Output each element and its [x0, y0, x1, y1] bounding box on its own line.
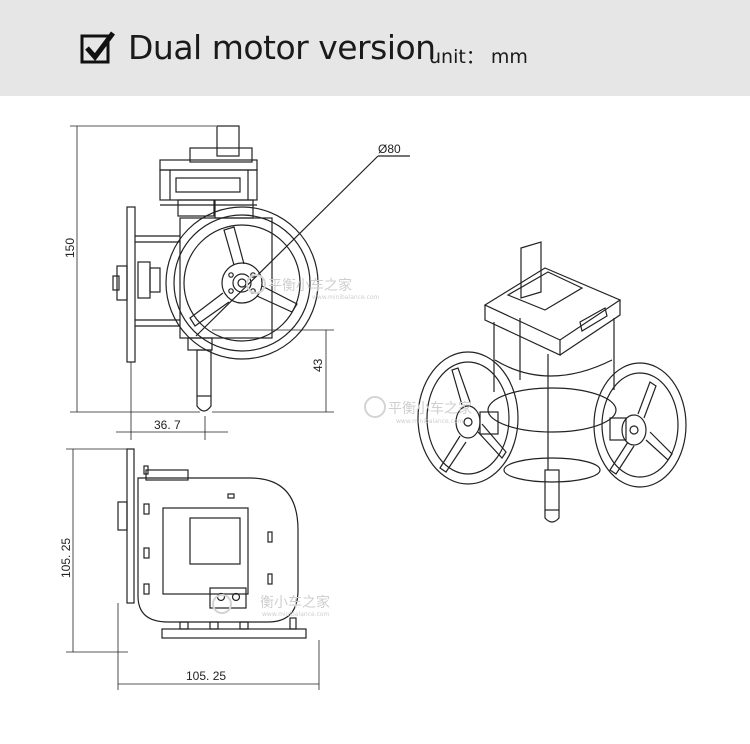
page-title: Dual motor version — [128, 28, 436, 67]
svg-text:www.minibalance.com: www.minibalance.com — [312, 294, 380, 301]
watermark-iso: 平衡小车之家 www.minibalance.com — [364, 396, 472, 425]
height-dimension-label: 150 — [63, 238, 77, 258]
isometric-view — [417, 241, 687, 523]
side-view — [66, 448, 320, 690]
watermark-front: 平衡小车之家 www.minibalance.com — [246, 274, 380, 301]
front-view — [70, 125, 410, 440]
checkbox-checked-icon — [80, 31, 115, 64]
unit-label: unit： mm — [429, 46, 528, 68]
svg-text:平衡小车之家: 平衡小车之家 — [268, 277, 352, 294]
header-bar: Dual motor version unit： mm — [0, 0, 750, 96]
svg-text:www.minibalance.com: www.minibalance.com — [396, 418, 464, 425]
svg-text:衡小车之家: 衡小车之家 — [260, 594, 330, 611]
side-height-dimension-label: 105. 25 — [59, 538, 73, 578]
width-dimension-label: 36. 7 — [154, 418, 181, 432]
offset-dimension-label: 43 — [311, 358, 325, 372]
diameter-dimension-label: Ø80 — [378, 142, 401, 156]
watermark-side: 衡小车之家 www.minibalance.com — [212, 594, 330, 618]
svg-text:www.minibalance.com: www.minibalance.com — [262, 611, 330, 618]
svg-text:平衡小车之家: 平衡小车之家 — [388, 400, 472, 417]
side-width-dimension-label: 105. 25 — [186, 669, 226, 683]
